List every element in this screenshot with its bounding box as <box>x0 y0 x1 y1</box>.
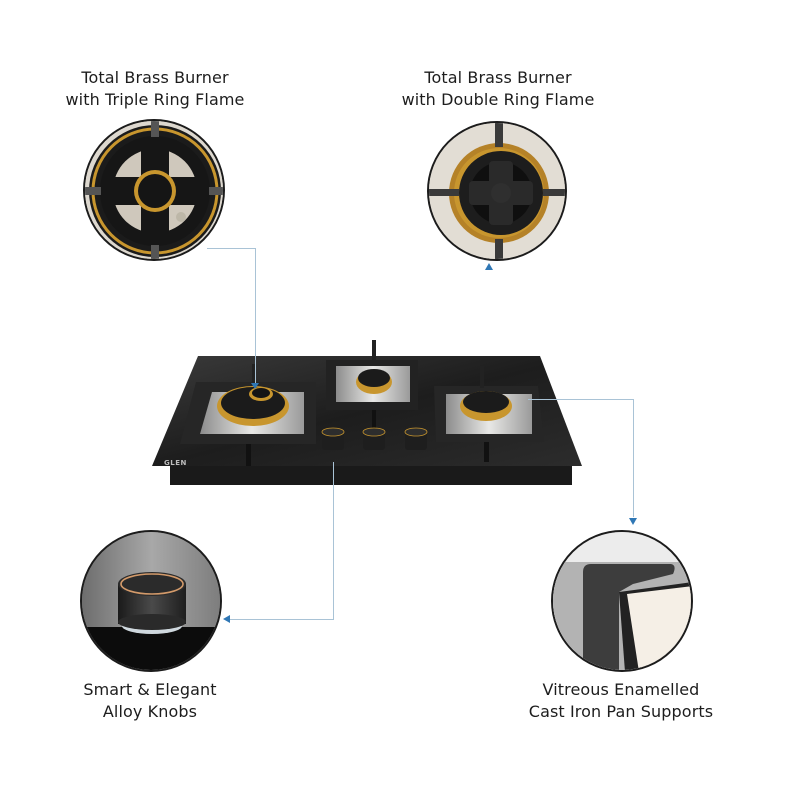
gas-hob-product: GLEN <box>150 340 590 490</box>
gas-hob-image <box>152 340 582 485</box>
connector-knobs-h <box>230 619 334 620</box>
knob-2 <box>362 427 386 450</box>
caption-line1: Vitreous Enamelled <box>542 680 700 699</box>
arrow-down-icon <box>629 518 637 525</box>
connector-triple-ring-v <box>255 248 256 383</box>
caption-pan-supports: Vitreous Enamelled Cast Iron Pan Support… <box>505 679 737 723</box>
arrow-down-icon <box>251 383 259 389</box>
connector-pan-supports-h <box>528 399 634 400</box>
caption-line2: Cast Iron Pan Supports <box>528 702 714 721</box>
knob-1 <box>321 427 345 450</box>
knob-3 <box>404 427 428 450</box>
connector-knobs-v <box>333 462 334 620</box>
caption-line1: Total Brass Burner <box>81 68 229 87</box>
arrow-up-icon <box>485 263 493 270</box>
alloy-knob-image <box>82 532 220 670</box>
arrow-left-icon <box>223 615 230 623</box>
triple-ring-burner-image <box>85 121 223 259</box>
caption-line2: with Double Ring Flame <box>401 90 595 109</box>
triple-ring-burner-closeup <box>83 119 225 261</box>
brand-logo: GLEN <box>164 459 187 467</box>
caption-alloy-knobs: Smart & Elegant Alloy Knobs <box>50 679 250 723</box>
caption-line2: with Triple Ring Flame <box>65 90 245 109</box>
connector-pan-supports-v <box>633 399 634 517</box>
caption-double-ring-burner: Total Brass Burner with Double Ring Flam… <box>382 67 614 111</box>
alloy-knob-closeup <box>80 530 222 672</box>
caption-triple-ring-burner: Total Brass Burner with Triple Ring Flam… <box>40 67 270 111</box>
double-ring-burner-closeup <box>427 121 567 261</box>
pan-support-closeup <box>551 530 693 672</box>
caption-line2: Alloy Knobs <box>102 702 198 721</box>
pan-support-image <box>553 532 691 670</box>
caption-line1: Smart & Elegant <box>83 680 217 699</box>
double-ring-burner-image <box>429 123 565 259</box>
connector-triple-ring-h <box>207 248 256 249</box>
caption-line1: Total Brass Burner <box>424 68 572 87</box>
